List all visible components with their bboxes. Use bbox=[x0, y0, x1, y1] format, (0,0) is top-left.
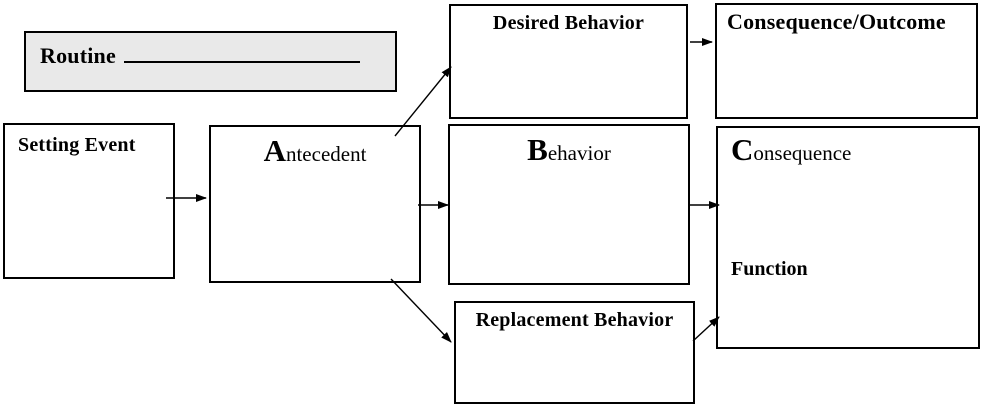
function-label: Function bbox=[731, 258, 808, 280]
behavior-initial: B bbox=[527, 132, 548, 167]
consequence-outcome-label: Consequence/Outcome bbox=[727, 9, 946, 34]
desired-behavior-box: Desired Behavior bbox=[449, 4, 688, 119]
consequence-initial: C bbox=[731, 132, 754, 167]
antecedent-initial: A bbox=[263, 133, 286, 168]
setting-event-label: Setting Event bbox=[18, 134, 136, 156]
antecedent-box: Antecedent bbox=[209, 125, 421, 283]
behavior-box: Behavior bbox=[448, 124, 690, 285]
routine-box: Routine bbox=[24, 31, 397, 92]
desired-behavior-label: Desired Behavior bbox=[492, 12, 645, 34]
consequence-label: onsequence bbox=[753, 141, 852, 165]
setting-event-box: Setting Event bbox=[3, 123, 175, 279]
routine-label: Routine bbox=[40, 43, 116, 68]
consequence-outcome-box: Consequence/Outcome bbox=[715, 3, 978, 119]
replacement-behavior-label: Replacement Behavior bbox=[475, 309, 674, 331]
routine-blank-line bbox=[123, 41, 360, 63]
consequence-box: Consequence Function bbox=[716, 126, 980, 349]
antecedent-label: ntecedent bbox=[285, 142, 367, 166]
arrow-antecedent-to-replacement-behavior bbox=[390, 278, 452, 343]
behavior-label: ehavior bbox=[547, 141, 611, 165]
replacement-behavior-box: Replacement Behavior bbox=[454, 301, 695, 404]
